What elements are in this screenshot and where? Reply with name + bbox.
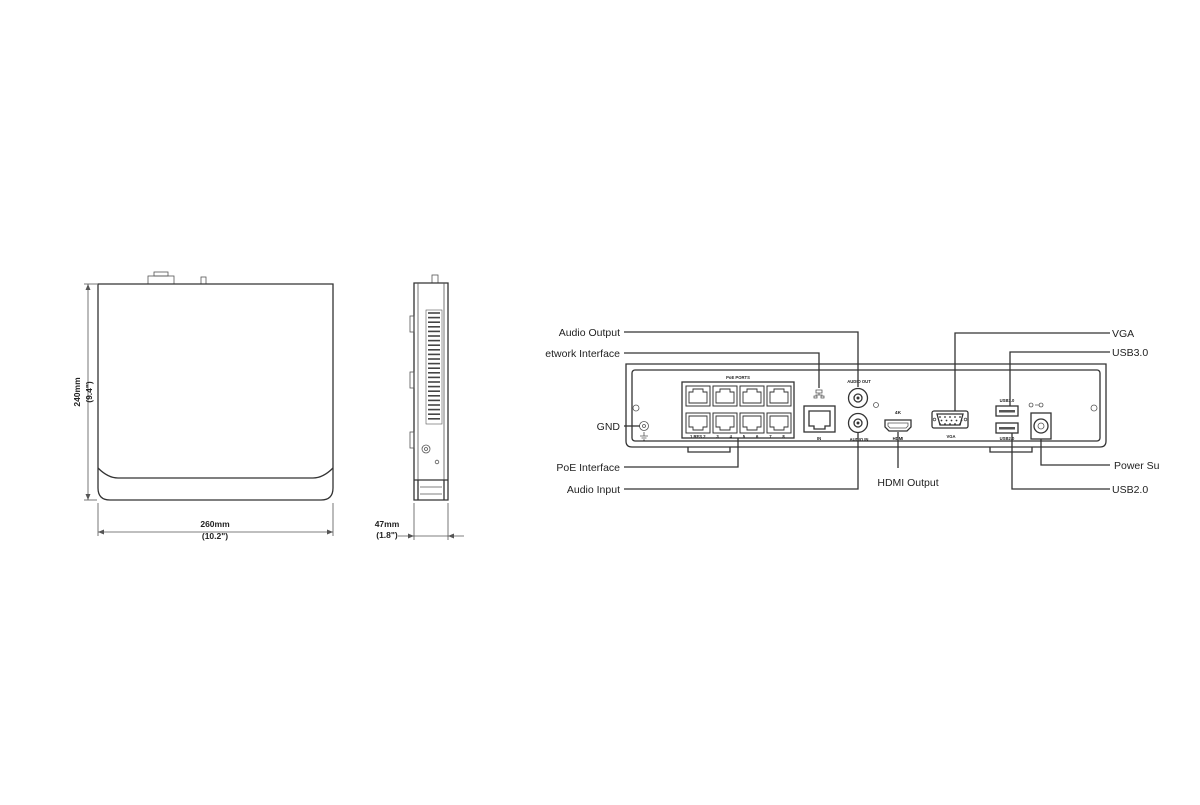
vga-pin (950, 419, 953, 422)
vga-pin (955, 419, 958, 422)
vga-port: VGA (931, 410, 969, 439)
callout-gnd: GND (597, 421, 621, 433)
poe-port (739, 385, 765, 407)
poe-port (712, 412, 738, 434)
usb3-port (995, 405, 1019, 417)
usb2-port (995, 422, 1019, 434)
vga-pin (959, 423, 961, 425)
poe-port-number: 1 RES (690, 434, 702, 439)
callout-usb2: USB2.0 (1112, 484, 1148, 496)
poe-port (685, 412, 711, 434)
callout-lines (624, 331, 1110, 490)
callout-vga: VGA (1112, 328, 1134, 340)
top-view-body (97, 283, 334, 501)
width-mm-label: 260mm (200, 519, 230, 529)
vga-pin (954, 416, 956, 418)
audio-in-label: AUDIO IN (850, 437, 869, 442)
callout-hdmi-output: HDMI Output (877, 477, 938, 489)
hdmi-4k-label: 4K (895, 410, 902, 416)
poe-port-number: 6 (756, 434, 759, 439)
network-port-socket (808, 410, 831, 430)
poe-port-number: 7 (769, 434, 772, 439)
audio-out-label: AUDIO OUT (847, 379, 871, 384)
top-view-connector (147, 275, 175, 285)
left-screw (632, 404, 640, 412)
height-in-label: (1.8") (376, 530, 398, 540)
usb-ports: USB3.0 USB2.0 (995, 398, 1019, 441)
vga-pin (940, 419, 943, 422)
gnd-terminal (639, 421, 649, 431)
hdmi-socket (884, 419, 912, 432)
side-view-body (413, 282, 449, 501)
audio-in-jack (847, 412, 869, 434)
usb2-label: USB2.0 (1000, 436, 1015, 441)
width-in-label: (10.2") (202, 531, 228, 541)
poe-port-number: 8 (782, 434, 785, 439)
vga-pin (949, 423, 951, 425)
poe-ports-label: PoE PORTS (726, 375, 750, 380)
poe-port-number: 5 (743, 434, 746, 439)
poe-port (766, 412, 792, 434)
network-icon (813, 389, 825, 399)
rear-panel-feet (687, 447, 1033, 453)
vga-pin (944, 416, 946, 418)
vga-label: VGA (946, 434, 955, 439)
callout-audio-input: Audio Input (567, 484, 620, 496)
callout-usb3: USB3.0 (1112, 347, 1148, 359)
right-screw (1090, 404, 1098, 412)
top-view-post (200, 276, 207, 285)
side-view-connector (431, 274, 439, 284)
poe-port-number: 2 (703, 434, 706, 439)
poe-port (685, 385, 711, 407)
callout-audio-output: Audio Output (559, 327, 620, 339)
vga-pin (939, 416, 941, 418)
network-port-frame (803, 405, 836, 433)
vga-pin (939, 423, 941, 425)
depth-in-label: (9.4") (84, 381, 94, 403)
audio-ports: AUDIO OUT AUDIO IN (847, 379, 879, 442)
rear-panel-face (631, 369, 1101, 442)
vga-pin (959, 416, 961, 418)
power-polarity-icon (1028, 402, 1044, 408)
usb3-label: USB3.0 (1000, 398, 1015, 403)
side-view: 47mm (1.8") (375, 274, 464, 540)
poe-port-number: 3 (716, 434, 719, 439)
vga-pin (954, 423, 956, 425)
vga-frame (931, 410, 969, 429)
poe-port (739, 412, 765, 434)
side-view-vents (425, 309, 443, 425)
vga-pin (944, 423, 946, 425)
power-jack (1028, 402, 1052, 440)
top-view-connector-tab (153, 271, 169, 277)
depth-mm-label: 240mm (72, 377, 82, 407)
ground-icon (640, 432, 648, 441)
poe-port (712, 385, 738, 407)
side-view-screw (421, 444, 431, 454)
top-view: 240mm (9.4") 260mm (10.2") (72, 271, 334, 541)
callout-power-supply: Power Su (1114, 460, 1160, 472)
vga-pin (949, 416, 951, 418)
rear-panel-housing (625, 363, 1107, 448)
top-view-front-bezel (97, 467, 334, 479)
audio-out-jack (847, 387, 869, 409)
callout-poe-interface: PoE Interface (556, 462, 620, 474)
callout-network-interface: etwork Interface (545, 348, 620, 360)
poe-port (766, 385, 792, 407)
vga-socket (936, 413, 964, 426)
vga-pin (960, 419, 963, 422)
height-mm-label: 47mm (375, 519, 400, 529)
vga-pin (945, 419, 948, 422)
network-port: IN (803, 389, 836, 441)
network-port-label: IN (817, 436, 821, 441)
poe-port-number: 4 (730, 434, 733, 439)
